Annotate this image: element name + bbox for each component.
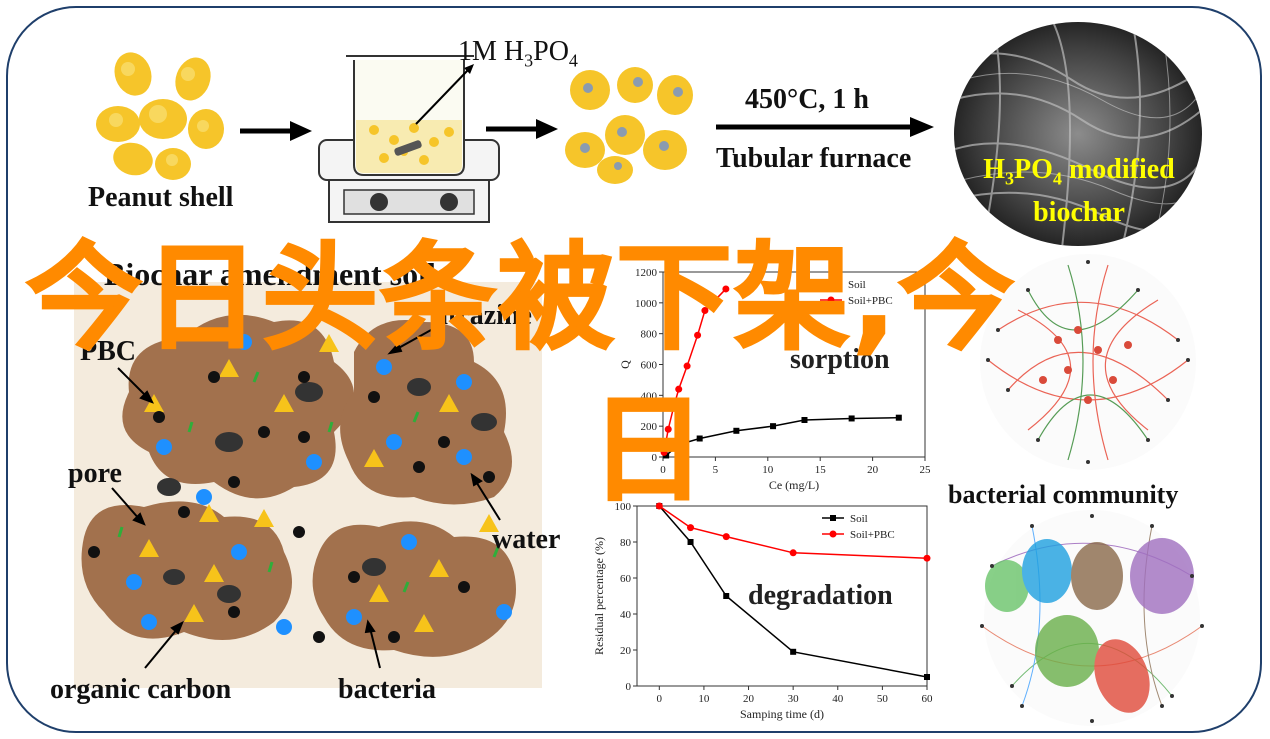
plot-area [662,271,926,458]
data-point [687,539,694,545]
legend-marker [830,515,836,521]
process-arrow-2 [486,119,558,139]
y-tick-label: 800 [641,329,658,341]
y-tick-label: 40 [620,609,632,621]
y-tick-label: 80 [620,537,632,549]
soil-panel-title: Biochar amendment soil [104,256,436,292]
y-tick-label: 20 [620,645,632,657]
data-point [694,331,702,339]
legend-marker [828,281,834,287]
data-point [801,417,808,423]
data-point [675,385,683,393]
y-tick-label: 1000 [635,298,658,310]
x-tick-label: 30 [788,693,800,705]
data-point [701,307,709,315]
overlay-headline-line2: 日 [589,383,708,518]
furnace-temperature-label: 450°C, 1 h [745,84,869,115]
x-tick-label: 10 [698,693,710,705]
data-point [722,285,730,293]
soil-aggregate-illustration [81,314,516,657]
y-tick-label: 1200 [635,267,658,279]
furnace-arrow [716,117,934,137]
bacterial-network-top [980,254,1196,470]
x-tick-label: 50 [877,693,889,705]
peanut-shell-label: Peanut shell [88,182,234,213]
x-tick-label: 0 [660,464,666,476]
bacteria-label: bacteria [338,674,436,705]
legend-marker [829,530,837,538]
data-point [722,533,730,541]
y-axis-label: Residual percentage (%) [592,537,606,655]
y-tick-label: 400 [641,390,658,402]
y-axis-label: Q [618,360,632,369]
y-tick-label: 0 [652,452,658,464]
x-tick-label: 20 [867,464,879,476]
x-tick-label: 15 [815,464,827,476]
y-tick-label: 0 [626,681,632,693]
overlay-headline-line1: 今日头条被下架,今 [25,231,1017,366]
biochar-sem-image [954,22,1202,246]
peanut-shell-illustration [96,52,224,180]
data-point [669,404,677,412]
data-point [923,554,931,562]
x-tick-label: 25 [920,464,932,476]
acid-label: 1M H3PO4 [458,36,578,71]
series-line-0 [665,416,899,457]
x-tick-label: 20 [743,693,755,705]
x-tick-label: 0 [657,693,663,705]
organic-carbon-label: organic carbon [50,674,232,705]
y-tick-label: 200 [641,421,658,433]
chart-title: sorption [790,344,890,375]
data-point [770,423,777,430]
x-tick-label: 60 [922,693,934,705]
legend-label: Soil+PBC [850,529,895,541]
legend-marker [827,296,835,304]
data-point [687,524,695,532]
data-point [663,452,670,459]
data-point [789,549,797,557]
atrazine-label: atrazine [434,300,532,331]
process-arrow-1 [240,121,312,141]
y-tick-label: 100 [615,501,632,513]
legend-label: Soil [850,513,868,525]
biochar-label: H3PO4 modified biochar [983,154,1175,228]
pore-label: pore [68,458,122,489]
x-tick-label: 10 [762,464,774,476]
treated-shell-illustration [565,67,693,184]
data-point [895,414,902,421]
data-point [655,502,663,510]
legend-label: Soil [848,279,866,291]
data-point [675,441,682,448]
data-point [660,448,668,456]
y-tick-label: 600 [641,360,658,372]
data-point [683,362,691,370]
figure-frame [6,6,1262,733]
acid-pointer-arrow [415,64,474,125]
data-point [733,427,740,434]
data-point [790,648,797,655]
x-axis-label: Ce (mg/L) [769,478,819,492]
data-point [848,415,855,422]
data-point [696,435,703,442]
x-tick-label: 5 [713,464,719,476]
data-point [723,593,730,599]
sorption-chart: 0 5 10 15 20 25 0 200 400 600 800 1000 1200 Ce (mg/L)… [618,267,932,492]
legend-label: Soil+PBC [848,295,893,307]
beaker-hotplate-illustration [318,55,500,223]
x-axis-label: Samping time (d) [740,707,824,721]
bacterial-network-bottom [980,510,1204,726]
pbc-label: PBC [80,336,136,367]
y-tick-label: 60 [620,573,632,585]
x-tick-label: 40 [832,693,844,705]
furnace-label: Tubular furnace [716,143,912,174]
data-point [924,674,930,680]
bacterial-community-label: bacterial community [948,480,1179,509]
water-label: water [492,524,561,555]
chart-title: degradation [748,580,893,611]
data-point [664,425,672,433]
series-line-1 [663,288,727,453]
